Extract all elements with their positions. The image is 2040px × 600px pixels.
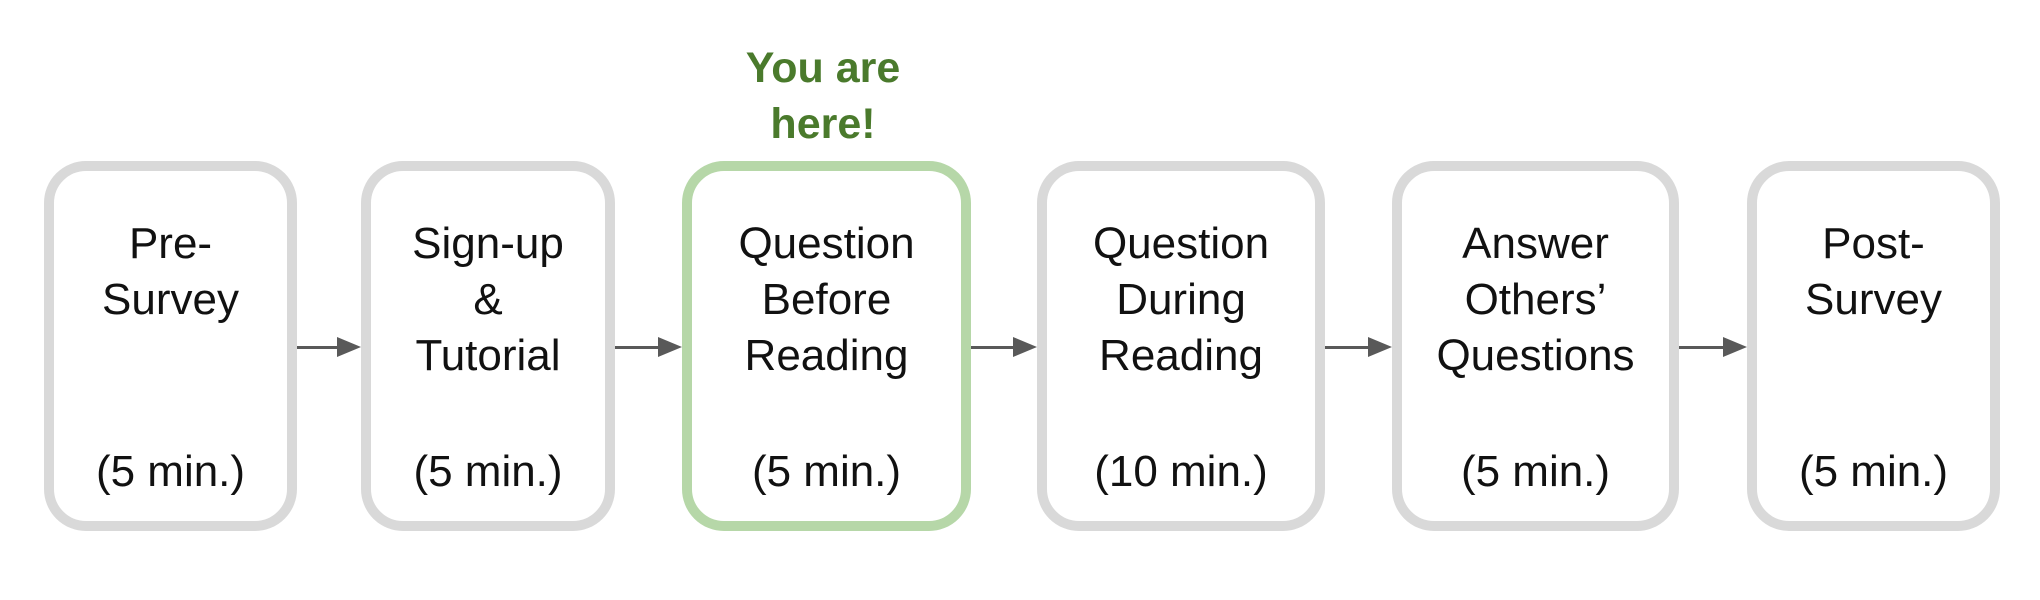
- step-duration: (5 min.): [751, 447, 902, 496]
- flow-arrow: [1679, 337, 1747, 357]
- step-signup-tutorial: Sign-up & Tutorial (5 min.): [361, 161, 615, 531]
- step-answer-others-questions: Answer Others’ Questions (5 min.): [1392, 161, 1679, 531]
- step-name: Question During Reading: [1092, 219, 1270, 380]
- step-pre-survey: Pre- Survey (5 min.): [44, 161, 297, 531]
- step-question-during-reading: Question During Reading (10 min.): [1037, 161, 1325, 531]
- step-name: Answer Others’ Questions: [1436, 219, 1635, 380]
- arrow-head-icon: [1723, 337, 1747, 357]
- step-name: Question Before Reading: [738, 219, 915, 380]
- step-question-before-reading: Question Before Reading (5 min.): [682, 161, 971, 531]
- flow-arrow: [297, 337, 361, 357]
- arrow-head-icon: [337, 337, 361, 357]
- step-name: Sign-up & Tutorial: [412, 219, 564, 380]
- flow-arrow: [971, 337, 1037, 357]
- step-duration: (10 min.): [1094, 447, 1268, 496]
- arrow-head-icon: [1368, 337, 1392, 357]
- arrow-head-icon: [1013, 337, 1037, 357]
- step-name: Pre- Survey: [102, 219, 239, 324]
- step-duration: (5 min.): [1460, 447, 1611, 496]
- arrow-head-icon: [658, 337, 682, 357]
- step-duration: (5 min.): [1798, 447, 1949, 496]
- step-name: Post- Survey: [1805, 219, 1942, 324]
- step-duration: (5 min.): [413, 447, 563, 496]
- flow-arrow: [1325, 337, 1392, 357]
- you-are-here-label: You are here!: [745, 44, 901, 148]
- flow-arrow: [615, 337, 682, 357]
- step-duration: (5 min.): [95, 447, 246, 496]
- step-post-survey: Post- Survey (5 min.): [1747, 161, 2000, 531]
